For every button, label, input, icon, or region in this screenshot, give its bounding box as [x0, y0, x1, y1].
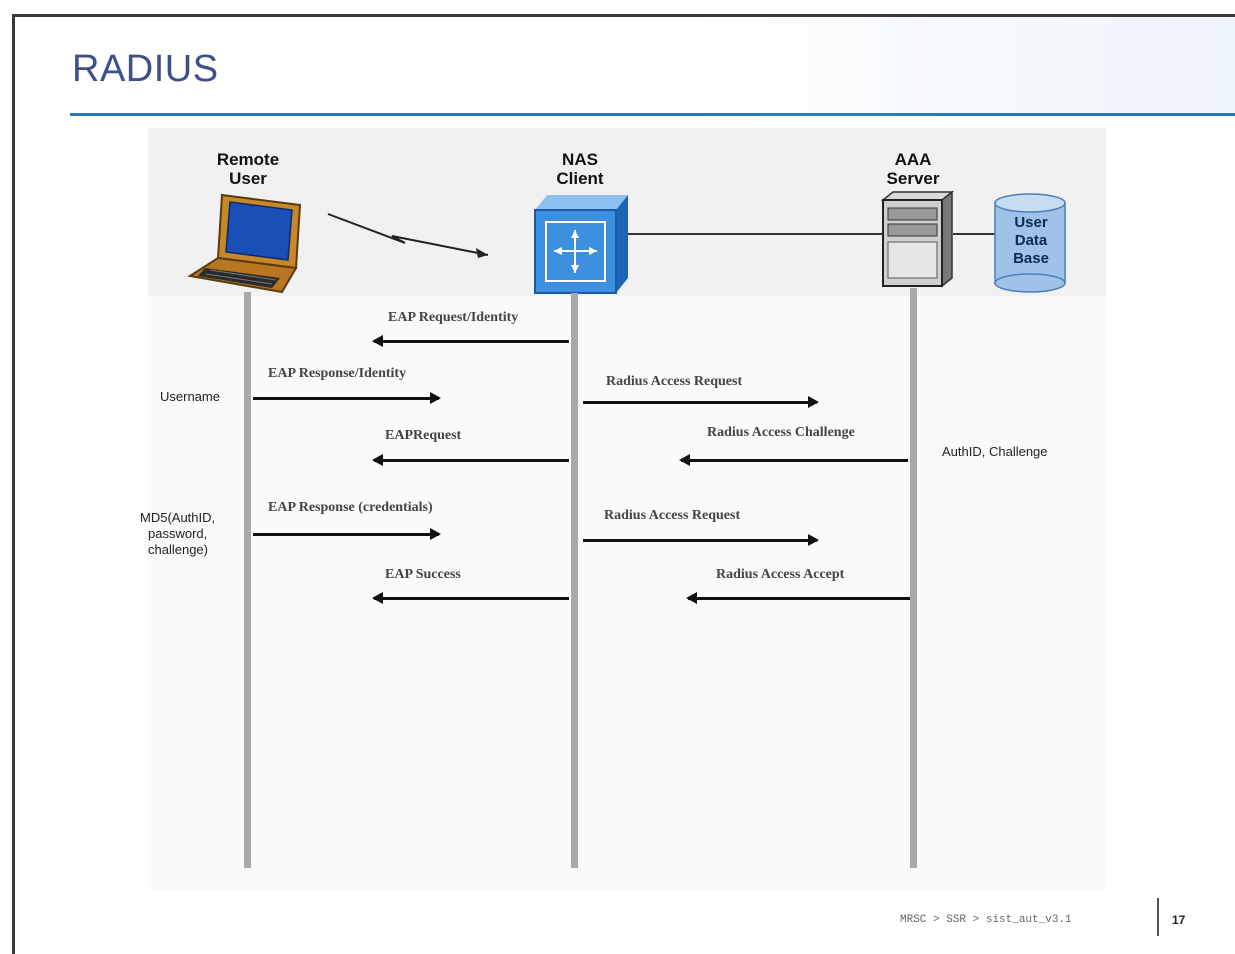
message-arrow-right: [583, 534, 819, 546]
message-label: EAP Success: [385, 567, 461, 582]
actor-remote-user-label: Remote User: [203, 150, 293, 188]
actor-aaa-server-line2: Server: [886, 169, 940, 188]
header-band: [15, 17, 1235, 113]
db-label-line3: Base: [1013, 250, 1049, 267]
message-arrow-right: [583, 396, 819, 408]
message-arrow-left: [372, 454, 569, 466]
message-label: Radius Access Challenge: [707, 425, 855, 440]
actor-remote-user-line1: Remote: [216, 150, 280, 169]
message-label: Radius Access Accept: [716, 567, 845, 582]
router-icon: [534, 195, 628, 294]
server-icon: [880, 190, 955, 288]
wireless-link-icon: [327, 213, 489, 258]
note-md5: MD5(AuthID, password, challenge): [140, 510, 215, 558]
lifeline-nas-client: [571, 293, 578, 868]
message-arrow-right: [253, 392, 441, 404]
slide-title: RADIUS: [72, 48, 219, 90]
message-arrow-left: [372, 592, 569, 604]
message-label: Radius Access Request: [604, 508, 741, 523]
note-md5-line3: challenge): [148, 542, 208, 557]
message-arrow-right: [253, 528, 441, 540]
actor-aaa-server-line1: AAA: [894, 150, 932, 169]
message-arrow-left: [686, 592, 910, 604]
message-label: EAP Response/Identity: [268, 366, 407, 381]
message-label: EAPRequest: [385, 428, 462, 443]
message-label: Radius Access Request: [606, 374, 743, 389]
actor-aaa-server-label: AAA Server: [878, 150, 948, 188]
actor-remote-user-line2: User: [229, 169, 267, 188]
footer-breadcrumb: MRSC > SSR > sist_aut_v3.1: [900, 914, 1072, 926]
note-username: Username: [160, 389, 220, 404]
footer-divider: [1157, 898, 1159, 936]
db-label-line1: User: [1014, 214, 1048, 231]
lifeline-aaa-server: [910, 288, 917, 868]
message-arrow-left: [372, 335, 569, 347]
page-number: 17: [1172, 913, 1186, 927]
note-authid-challenge: AuthID, Challenge: [942, 444, 1048, 459]
slide-frame: [12, 14, 1235, 954]
actor-nas-client-label: NAS Client: [545, 150, 615, 188]
database-icon: [994, 193, 1066, 293]
db-label-line2: Data: [1014, 232, 1048, 249]
note-md5-line2: password,: [148, 526, 208, 541]
note-md5-line1: MD5(AuthID,: [140, 510, 216, 525]
actor-user-database-label: User Data Base: [997, 214, 1065, 268]
message-label: EAP Response (credentials): [268, 500, 433, 515]
message-arrow-left: [679, 454, 908, 466]
message-label: EAP Request/Identity: [388, 310, 519, 325]
laptop-icon: [187, 193, 302, 294]
actor-nas-client-line1: NAS: [562, 150, 598, 169]
title-divider: [70, 113, 1235, 116]
lifeline-remote-user: [244, 292, 251, 868]
actor-nas-client-line2: Client: [556, 169, 604, 188]
